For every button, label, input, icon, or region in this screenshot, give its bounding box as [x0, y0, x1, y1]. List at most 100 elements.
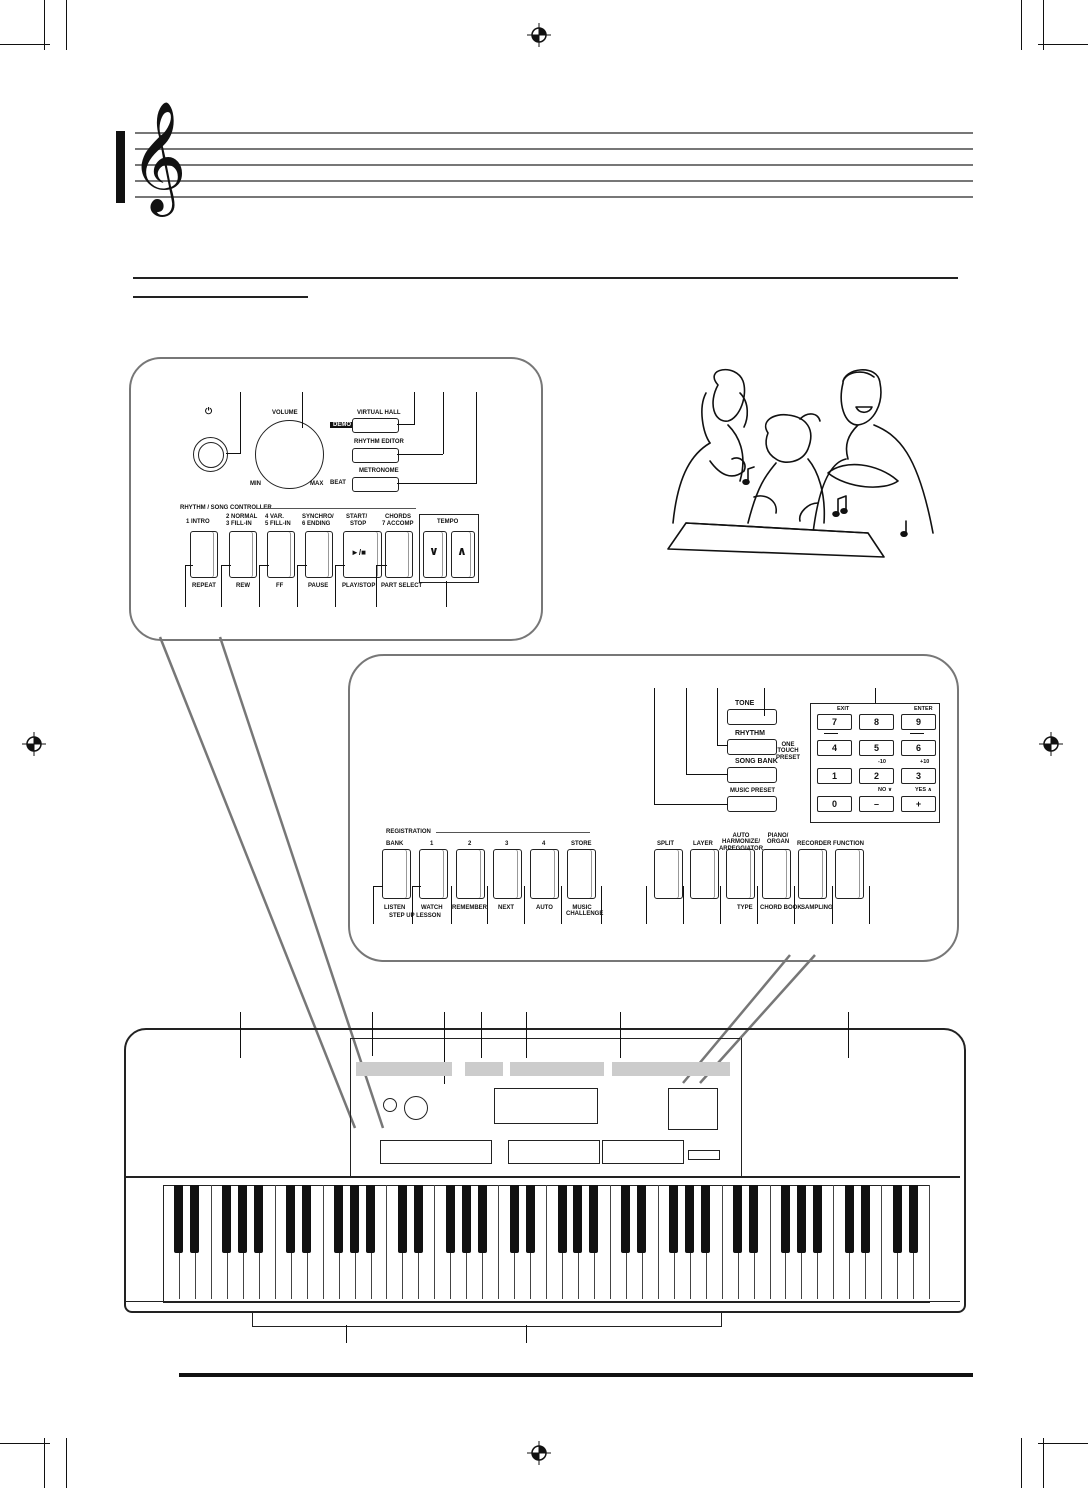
keypad-yes-label: YES ∧ [915, 787, 932, 793]
registration-mark-icon [22, 732, 46, 756]
white-key [642, 1185, 659, 1299]
tempo-group [419, 514, 479, 583]
synchro-ending-button[interactable] [305, 531, 333, 578]
ctrl-bottom-4: PAUSE [308, 583, 329, 589]
mini-lcd [494, 1088, 598, 1124]
leader-line [683, 886, 685, 924]
ctrl-bottom-6: PART SELECT [381, 583, 423, 589]
keypad-2[interactable]: 2 [859, 768, 894, 784]
mini-power-button [383, 1098, 397, 1112]
reg-top-4: 4 [542, 841, 546, 847]
keypad-1[interactable]: 1 [817, 768, 852, 784]
keypad-exit-label: EXIT [837, 706, 850, 712]
accomp-button[interactable] [385, 531, 413, 578]
var-fill-in-button[interactable] [267, 531, 295, 578]
leader-line [185, 565, 187, 607]
reg-top-bank: BANK [386, 841, 404, 847]
black-key [477, 1185, 487, 1253]
keypad-5[interactable]: 5 [859, 740, 894, 756]
ctrl-bottom-2: REW [236, 583, 250, 589]
keypad-plus[interactable]: + [901, 796, 936, 812]
registration-rule [436, 832, 590, 834]
rhythm-editor-button[interactable] [352, 448, 399, 463]
page-bottom-rule [179, 1373, 973, 1377]
keypad-0[interactable]: 0 [817, 796, 852, 812]
leader-line [373, 886, 383, 888]
crop-mark [1021, 1438, 1022, 1488]
virtual-hall-label: VIRTUAL HALL [357, 410, 401, 416]
black-key [557, 1185, 567, 1253]
leader-line [240, 1012, 242, 1058]
reg-3-button[interactable] [493, 849, 522, 899]
treble-clef-icon: 𝄞 [130, 100, 187, 212]
auto-harmonize-label: AUTO HARMONIZE/ ARPEGGIATOR [719, 833, 763, 852]
keypad-4[interactable]: 4 [817, 740, 852, 756]
reg-2-button[interactable] [456, 849, 485, 899]
function-button[interactable] [835, 849, 864, 899]
power-button[interactable] [193, 437, 228, 472]
normal-fill-in-button[interactable] [229, 531, 257, 578]
ctrl-top-3b: 5 FILL-IN [265, 521, 291, 527]
reg-top-2: 2 [468, 841, 472, 847]
reg-1-button[interactable] [419, 849, 448, 899]
song-bank-label: SONG BANK [735, 758, 778, 765]
black-key [749, 1185, 759, 1253]
keypad-9[interactable]: 9 [901, 714, 936, 730]
bank-button[interactable] [382, 849, 411, 899]
black-key [413, 1185, 423, 1253]
layer-button[interactable] [690, 849, 719, 899]
volume-label: VOLUME [272, 410, 298, 416]
keypad-plus10-label: +10 [920, 759, 930, 765]
metronome-button[interactable] [352, 477, 399, 492]
recorder-button[interactable] [798, 849, 827, 899]
leader-line [297, 565, 307, 567]
leader-line [646, 886, 648, 924]
leader-line [526, 1325, 528, 1343]
reg-top-store: STORE [571, 841, 592, 847]
chord-book-label: CHORD BOOK [760, 905, 802, 911]
reg-bottom-music-challenge: MUSIC CHALLENGE [566, 905, 604, 918]
keypad-3[interactable]: 3 [901, 768, 936, 784]
virtual-hall-button[interactable] [352, 418, 399, 433]
store-button[interactable] [567, 849, 596, 899]
auto-harmonize-button[interactable] [726, 849, 755, 899]
power-button-inner [198, 442, 224, 468]
rhythm-controller-title: RHYTHM / SONG CONTROLLER [180, 505, 272, 511]
staff-line [135, 180, 973, 182]
piano-organ-button[interactable] [762, 849, 791, 899]
keypad-8[interactable]: 8 [859, 714, 894, 730]
leader-line [240, 392, 242, 454]
tempo-up-button[interactable] [451, 531, 475, 578]
rhythm-button[interactable] [727, 739, 777, 755]
start-stop-button[interactable] [343, 531, 382, 578]
black-key [685, 1185, 695, 1253]
black-key [397, 1185, 407, 1253]
reg-4-button[interactable] [530, 849, 559, 899]
leader-line [720, 886, 722, 924]
staff-line [135, 132, 973, 134]
registration-label: REGISTRATION [386, 829, 431, 835]
leader-line [794, 886, 796, 924]
white-key [817, 1185, 835, 1299]
crop-mark [1038, 44, 1088, 45]
leader-line [757, 886, 759, 924]
leader-line [443, 392, 445, 454]
keypad-7[interactable]: 7 [817, 714, 852, 730]
reg-top-1: 1 [430, 841, 434, 847]
keypad-minus[interactable]: – [859, 796, 894, 812]
intro-button[interactable] [190, 531, 218, 578]
split-button[interactable] [654, 849, 683, 899]
keypad-6[interactable]: 6 [901, 740, 936, 756]
tempo-down-button[interactable] [423, 531, 447, 578]
white-key [195, 1185, 212, 1299]
layer-label: LAYER [693, 841, 713, 847]
white-key [865, 1185, 883, 1299]
display-strip [356, 1062, 452, 1076]
volume-knob[interactable] [255, 420, 324, 489]
leader-line [414, 392, 416, 425]
leader-line [476, 392, 478, 484]
leader-line [346, 1325, 348, 1343]
keypad-right-arrow [910, 733, 924, 734]
reg-bottom-auto: AUTO [536, 905, 553, 911]
staff-line [135, 196, 973, 198]
